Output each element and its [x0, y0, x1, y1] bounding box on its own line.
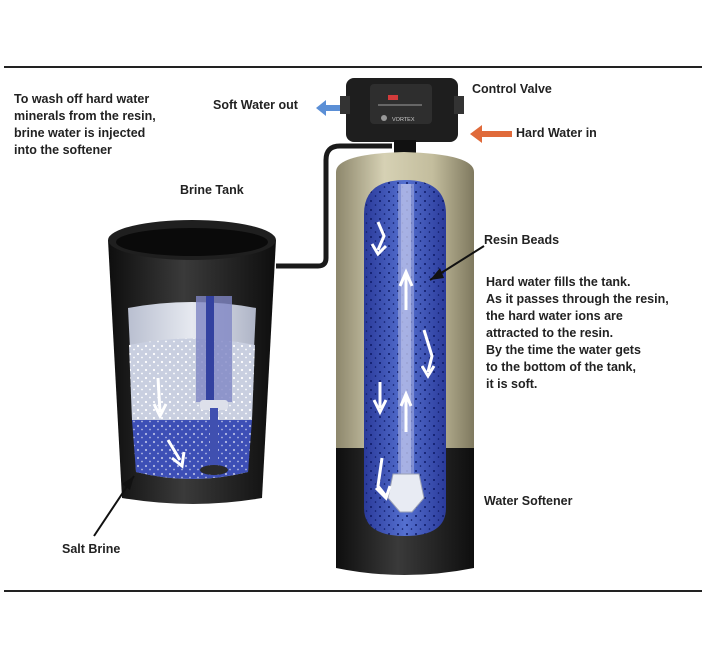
description-line: As it passes through the resin, [486, 292, 669, 306]
control-valve-label: Control Valve [472, 82, 552, 96]
description-line: it is soft. [486, 377, 538, 391]
intro-text: To wash off hard water minerals from the… [14, 91, 156, 159]
hard-water-in-arrow [470, 125, 512, 143]
description-line: attracted to the resin. [486, 326, 614, 340]
description-line: Hard water fills the tank. [486, 275, 631, 289]
svg-text:VORTEX: VORTEX [392, 117, 415, 123]
resin-beads-label: Resin Beads [484, 233, 560, 247]
brine-tank-label: Brine Tank [180, 183, 244, 197]
water-softener-label: Water Softener [484, 494, 573, 508]
hard-water-in-label: Hard Water in [516, 126, 597, 140]
softener-tank-graphic [336, 152, 474, 575]
intro-line: into the softener [14, 143, 112, 157]
soft-water-out-label: Soft Water out [213, 98, 298, 112]
intro-line: brine water is injected [14, 126, 146, 140]
description-line: to the bottom of the tank, [486, 360, 636, 374]
salt-brine-label: Salt Brine [62, 542, 121, 556]
description-line: the hard water ions are [486, 309, 623, 323]
intro-line: minerals from the resin, [14, 109, 156, 123]
process-description: Hard water fills the tank. As it passes … [486, 274, 669, 393]
brine-tank-graphic [108, 220, 276, 504]
control-valve-graphic: VORTEX [340, 78, 464, 156]
soft-water-out-arrow [316, 100, 340, 116]
description-line: By the time the water gets [486, 343, 641, 357]
brine-line [276, 143, 392, 269]
intro-line: To wash off hard water [14, 92, 150, 106]
